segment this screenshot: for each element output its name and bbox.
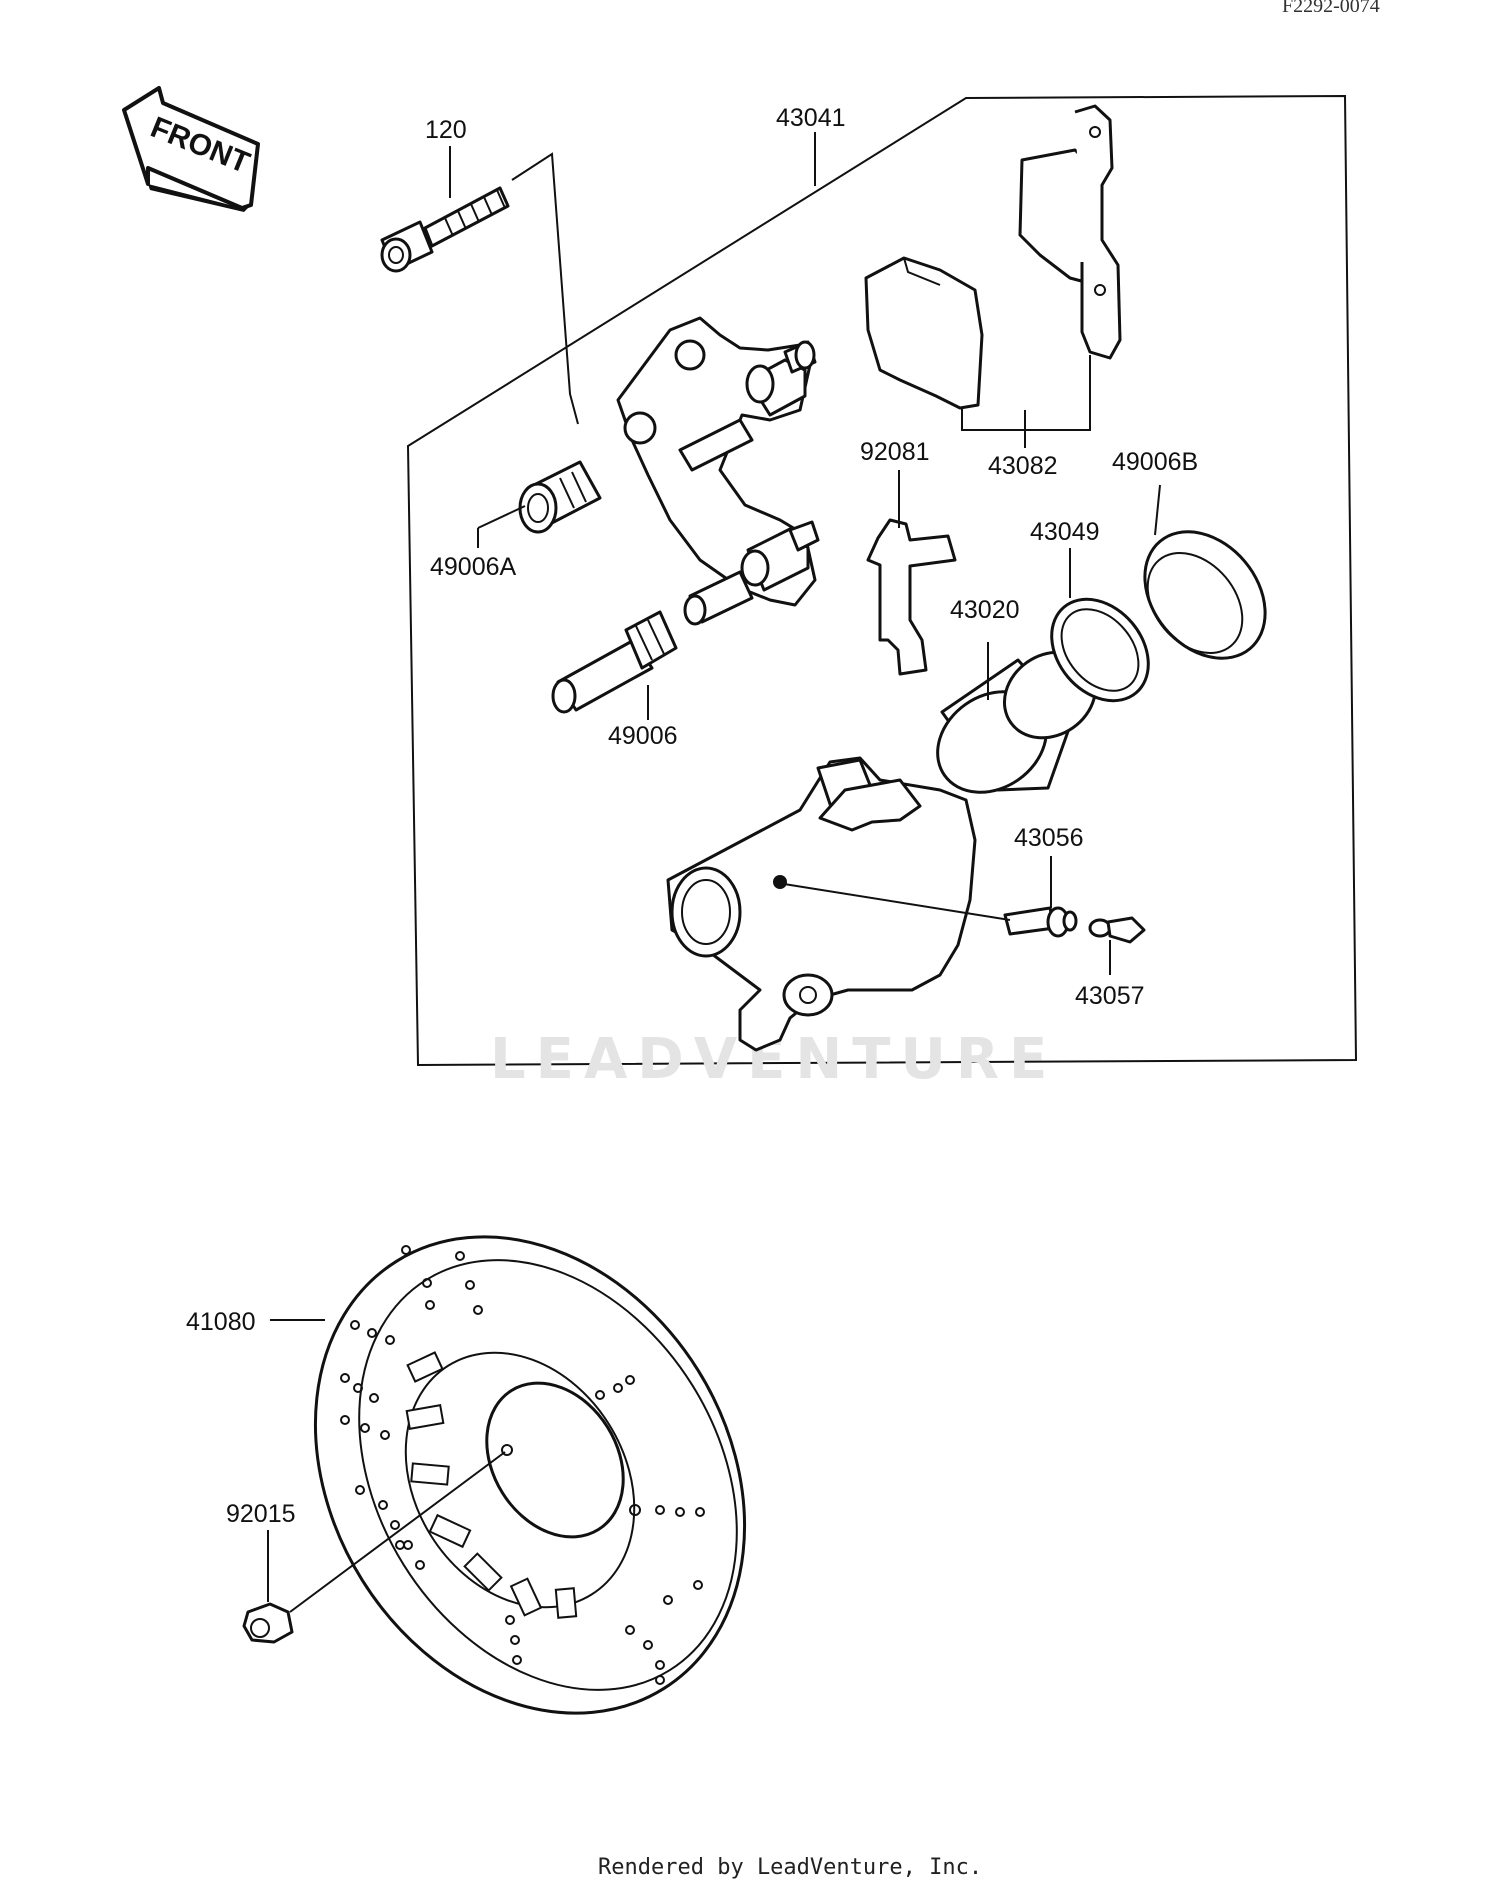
label-92081: 92081 [860,438,930,466]
label-49006B: 49006B [1112,448,1198,476]
bleeder-cap-43057[interactable] [1088,916,1146,944]
label-49006: 49006 [608,722,678,750]
label-41080: 41080 [186,1308,256,1336]
label-43049: 43049 [1030,518,1100,546]
pin-sleeve-49006[interactable] [551,610,678,714]
bolt-120[interactable] [380,186,510,273]
label-43020: 43020 [950,596,1020,624]
bleeder-valve-43056[interactable] [1003,906,1078,938]
label-43082: 43082 [988,452,1058,480]
front-arrow-icon: FRONT [122,86,260,212]
diagram-code: F2292-0074 [1282,0,1380,17]
nut-92015[interactable] [242,1602,294,1644]
label-43057: 43057 [1075,982,1145,1010]
brake-pad-1[interactable] [1018,104,1122,360]
caliper-body[interactable] [666,756,977,1052]
label-92015: 92015 [226,1500,296,1528]
label-43041: 43041 [776,104,846,132]
piston-seal-43049[interactable] [1032,580,1168,720]
brake-pad-2[interactable] [864,256,984,410]
footer-text: Rendered by LeadVenture, Inc. [598,1855,982,1880]
boot-49006A[interactable] [518,460,602,534]
dust-seal-49006B[interactable] [1120,508,1290,682]
anti-rattle-spring-92081[interactable] [866,518,957,676]
label-43056: 43056 [1014,824,1084,852]
caliper-assembly-outline [406,94,1358,1067]
label-120: 120 [425,116,467,144]
caliper-bracket[interactable] [616,316,820,626]
brake-disc-41080[interactable] [229,1156,832,1793]
label-49006A: 49006A [430,553,517,581]
